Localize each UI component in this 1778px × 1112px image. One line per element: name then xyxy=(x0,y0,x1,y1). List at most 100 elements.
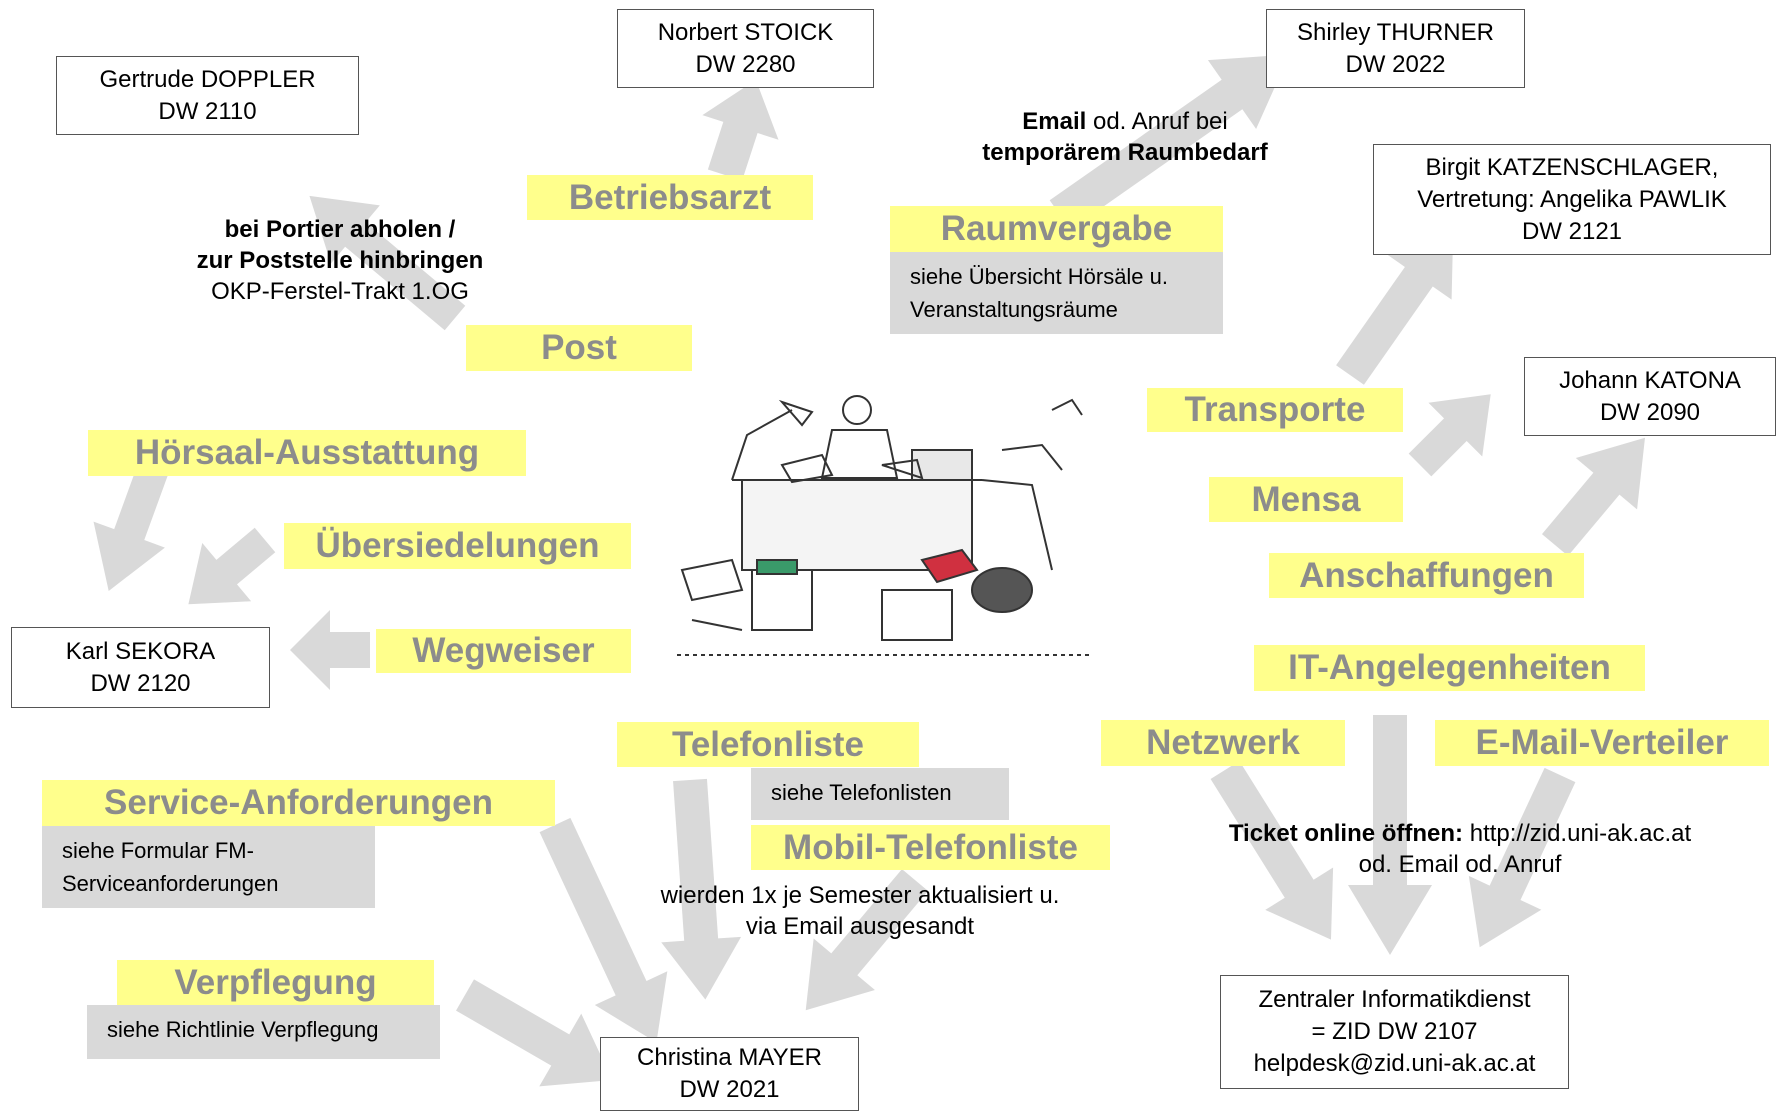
desk-lamp xyxy=(731,399,814,481)
contact-doppler: Gertrude DOPPLER DW 2110 xyxy=(56,56,359,135)
contact-stoick: Norbert STOICK DW 2280 xyxy=(617,9,874,88)
person-head xyxy=(842,395,872,425)
text-line: zur Poststelle hinbringen xyxy=(140,245,540,276)
text-line: od. Email od. Anruf xyxy=(1358,851,1562,878)
arrow-hoersaal-to-sekora xyxy=(93,444,176,591)
text-line: OKP-Ferstel-Trakt 1.OG xyxy=(211,278,469,305)
text-bold: zur Poststelle hinbringen xyxy=(196,247,484,274)
arrow-uebersiedelungen-to-sekora xyxy=(188,527,276,605)
contact-phone: DW 2121 xyxy=(1521,217,1623,245)
contact-name: Johann KATONA xyxy=(1559,366,1741,394)
contact-name: Norbert STOICK xyxy=(657,18,834,46)
contact-phone: DW 2110 xyxy=(158,97,257,125)
arrow-service-to-mayer xyxy=(539,817,668,1043)
topic-verpflegung: Verpflegung xyxy=(117,960,434,1005)
clutter-right xyxy=(981,398,1083,571)
note-telefonliste: siehe Telefonlisten xyxy=(751,768,1009,820)
arrow-transporte-to-katzenschlager xyxy=(1336,227,1454,385)
topic-raumvergabe: Raumvergabe xyxy=(890,206,1223,252)
note-line: Serviceanforderungen xyxy=(62,871,279,896)
contact-name: Karl SEKORA xyxy=(65,637,216,665)
topic-mobil: Mobil-Telefonliste xyxy=(751,825,1110,870)
text-line: Ticket online öffnen: http://zid.uni-ak.… xyxy=(1180,818,1740,849)
contact-phone: DW 2021 xyxy=(679,1076,780,1103)
box-left xyxy=(751,569,813,631)
office-clutter-illustration xyxy=(677,395,1092,656)
topic-betriebsarzt: Betriebsarzt xyxy=(527,175,813,220)
arrow-verpflegung-to-mayer xyxy=(456,979,613,1087)
arrow-post-to-doppler xyxy=(309,195,466,331)
contact-katzenschlager: Birgit KATZENSCHLAGER, Vertretung: Angel… xyxy=(1373,144,1771,255)
text-line: Email od. Anruf bei xyxy=(930,106,1320,137)
contact-name: Gertrude DOPPLER xyxy=(99,65,316,93)
arrow-raumvergabe-to-thurner xyxy=(1049,54,1290,230)
ticket-url: http://zid.uni-ak.ac.at xyxy=(1463,820,1692,847)
post-instructions: bei Portier abholen / zur Poststelle hin… xyxy=(140,214,540,307)
telefonliste-instructions: wierden 1x je Semester aktualisiert u. v… xyxy=(620,880,1100,942)
chair xyxy=(881,589,953,641)
contact-line: Vertretung: Angelika PAWLIK xyxy=(1417,185,1727,213)
note-line: siehe Telefonlisten xyxy=(771,780,952,805)
note-line: siehe Richtlinie Verpflegung xyxy=(107,1017,379,1042)
raumvergabe-instructions: Email od. Anruf bei temporärem Raumbedar… xyxy=(930,106,1320,168)
contact-name: Christina MAYER xyxy=(637,1044,822,1071)
topic-hoersaal: Hörsaal-Ausstattung xyxy=(88,430,526,476)
arrow-email-verteiler-to-zid xyxy=(1468,767,1576,948)
arrow-mensa-to-katona xyxy=(1408,394,1491,477)
clutter-left xyxy=(680,558,744,631)
text-bold: bei Portier abholen / xyxy=(224,216,456,243)
contact-zid: Zentraler Informatikdienst = ZID DW 2107… xyxy=(1220,975,1569,1089)
contact-phone: DW 2090 xyxy=(1599,398,1701,426)
contact-line: Zentraler Informatikdienst xyxy=(1258,986,1531,1013)
note-line: siehe Übersicht Hörsäle u. xyxy=(910,264,1169,289)
ticket-instructions: Ticket online öffnen: http://zid.uni-ak.… xyxy=(1180,818,1740,880)
papers xyxy=(780,453,924,484)
contact-sekora: Karl SEKORA DW 2120 xyxy=(11,627,270,708)
arrow-it-to-zid xyxy=(1348,715,1432,955)
topic-wegweiser: Wegweiser xyxy=(376,629,631,673)
topic-it: IT-Angelegenheiten xyxy=(1254,645,1645,691)
contact-phone: DW 2280 xyxy=(695,50,796,78)
topic-post: Post xyxy=(466,325,692,371)
contact-email: helpdesk@zid.uni-ak.ac.at xyxy=(1253,1050,1536,1077)
contact-phone: DW 2120 xyxy=(90,669,191,697)
note-service: siehe Formular FM- Serviceanforderungen xyxy=(42,826,375,908)
topic-mensa: Mensa xyxy=(1209,477,1403,522)
note-line: siehe Formular FM- xyxy=(62,838,254,863)
topic-anschaffungen: Anschaffungen xyxy=(1269,553,1584,598)
text-line: temporärem Raumbedarf xyxy=(930,137,1320,168)
text-line: wierden 1x je Semester aktualisiert u. xyxy=(660,882,1060,909)
arrow-netzwerk-to-zid xyxy=(1210,760,1334,940)
contact-name: Shirley THURNER xyxy=(1297,18,1494,46)
arrow-anschaffungen-to-katona xyxy=(1541,437,1645,556)
arrow-betriebsarzt-to-stoick xyxy=(702,79,779,181)
contact-phone: DW 2022 xyxy=(1345,50,1446,78)
contact-line: = ZID DW 2107 xyxy=(1311,1018,1478,1045)
contact-mayer: Christina MAYER DW 2021 xyxy=(600,1037,859,1111)
arrow-telefonliste-to-mayer xyxy=(661,778,742,1000)
topic-service: Service-Anforderungen xyxy=(42,780,555,826)
arrow-wegweiser-to-sekora xyxy=(290,610,370,690)
contact-katona: Johann KATONA DW 2090 xyxy=(1524,357,1776,436)
arrow-mobil-to-mayer xyxy=(805,869,929,1011)
green-book xyxy=(756,559,798,575)
text-bold: temporärem Raumbedarf xyxy=(982,139,1268,166)
tire xyxy=(971,567,1033,613)
text-bold: Ticket online öffnen: xyxy=(1228,820,1464,847)
contact-line: Birgit KATZENSCHLAGER, xyxy=(1425,153,1719,181)
topic-telefonliste: Telefonliste xyxy=(617,722,919,767)
note-verpflegung: siehe Richtlinie Verpflegung xyxy=(87,1005,440,1059)
topic-email-verteiler: E-Mail-Verteiler xyxy=(1435,720,1769,766)
text-bold: Email xyxy=(1022,108,1087,135)
note-line: Veranstaltungsräume xyxy=(910,297,1118,322)
topic-uebersiedelungen: Übersiedelungen xyxy=(284,523,631,569)
note-raumvergabe: siehe Übersicht Hörsäle u. Veranstaltung… xyxy=(890,252,1223,334)
person-body xyxy=(820,429,899,479)
text-span: od. Anruf bei xyxy=(1086,108,1228,135)
red-book xyxy=(920,548,979,584)
contact-thurner: Shirley THURNER DW 2022 xyxy=(1266,9,1525,88)
topic-netzwerk: Netzwerk xyxy=(1101,720,1345,766)
text-line: via Email ausgesandt xyxy=(745,913,975,940)
desk xyxy=(741,479,973,571)
